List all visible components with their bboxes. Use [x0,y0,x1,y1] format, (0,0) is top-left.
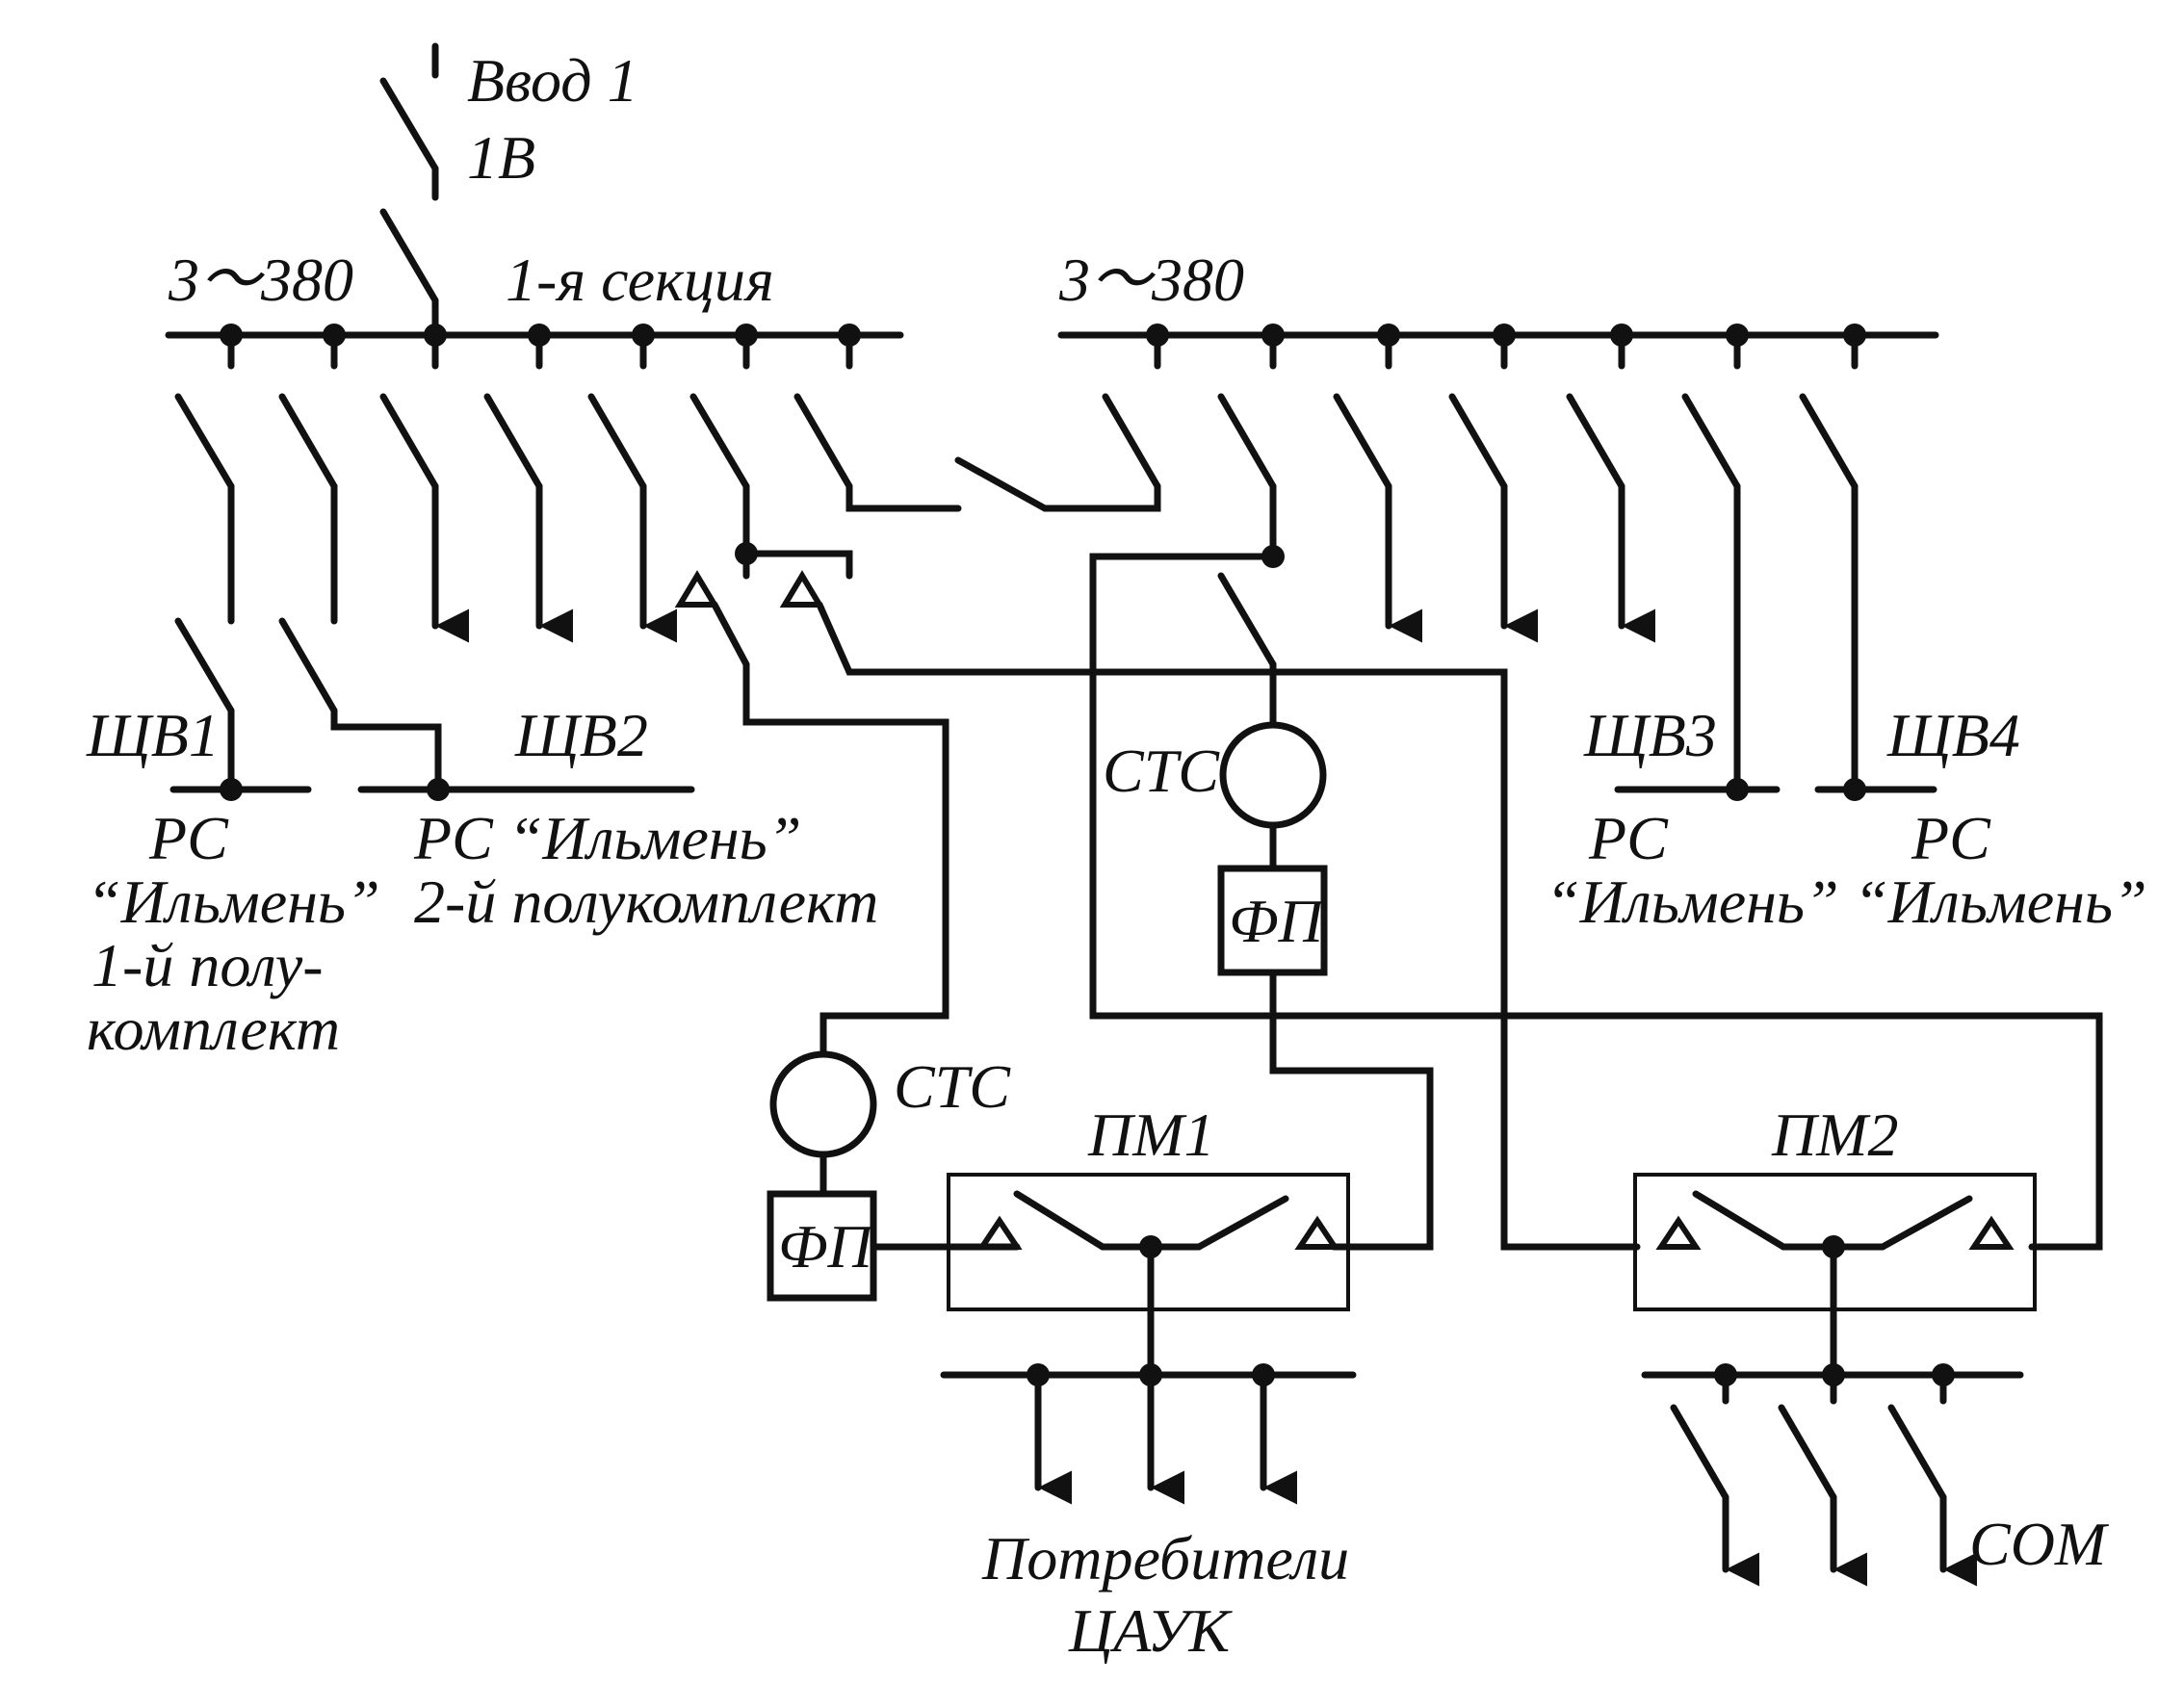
feeder-shchv2 [278,331,442,793]
transfer-2-label: ПМ2 [1771,1100,1899,1169]
feeder-shchv4 [1799,331,1859,793]
panel-shchv4-bus [1814,778,1937,801]
filter-lower [767,1190,986,1302]
stabilizer-upper-label: СТС [1103,737,1220,805]
com-label: СОМ [1969,1510,2110,1578]
rs-1-line1: РС [148,804,229,872]
com-bus [1641,1363,2024,1587]
input-1-feeder [379,42,439,339]
transfer-switch-1 [947,1173,1350,1379]
panel-shchv1-bus [169,778,312,801]
feeder-6-branch [689,331,853,580]
bus-tie-feeder [793,331,1161,512]
input-label: Ввод 1 [467,46,638,115]
panel-shchv3-bus [1614,778,1781,801]
panel-shchv3-label: ЩВ3 [1583,701,1717,769]
rs-3-line1: РС [1588,804,1669,872]
filter-upper-label: ФП [1229,887,1326,955]
input-switch-label: 1В [467,123,535,192]
rs-2-line1: РС “Ильмень” [413,804,801,872]
rs-2-line2: 2-й полукомплект [414,867,878,936]
rs-1-line2: “Ильмень” [87,867,380,936]
rs-3-line2: “Ильмень” [1546,867,1839,936]
rs-1-line4: комплект [87,995,340,1063]
feeder-stabilizer-upper [1089,331,2103,1251]
feeder-right-4 [1448,331,1538,643]
feeder-shchv3 [1681,331,1741,793]
transfer-switch-2 [1633,1173,2037,1379]
plug-contact-2 [779,570,1641,1251]
transfer-1-label: ПМ1 [1087,1100,1215,1169]
feeder-5-outgoing [587,331,677,643]
voltage-label-right: 3～380 [1058,246,1244,314]
stabilizer-lower [769,1050,877,1198]
panel-shchv4-label: ЩВ4 [1886,701,2020,769]
filter-upper [1217,865,1434,1251]
consumers-bus [940,1363,1357,1505]
consumers-label-line1: Потребители [981,1524,1349,1592]
rs-4-line1: РС [1911,804,1991,872]
section-1-label: 1-я секция [506,246,774,314]
consumers-label-line2: ЦАУК [1068,1596,1233,1665]
panel-shchv1-label: ЩВ1 [86,701,220,769]
voltage-label-left: 3～380 [168,246,353,314]
rs-1-line3: 1-й полу- [91,931,324,999]
feeder-right-3 [1333,331,1422,643]
feeder-right-5 [1566,331,1655,643]
panel-shchv2-bus [357,778,695,801]
stabilizer-lower-label: СТС [894,1052,1011,1121]
plug-contact-1 [674,570,949,1058]
panel-shchv2-label: ЩВ2 [514,701,648,769]
feeder-4-outgoing [483,331,573,643]
rs-4-line2: “Ильмень” [1854,867,2147,936]
stabilizer-upper [1219,721,1327,872]
feeder-3-outgoing [379,331,469,643]
feeder-shchv1 [174,331,235,793]
filter-lower-label: ФП [778,1212,875,1281]
